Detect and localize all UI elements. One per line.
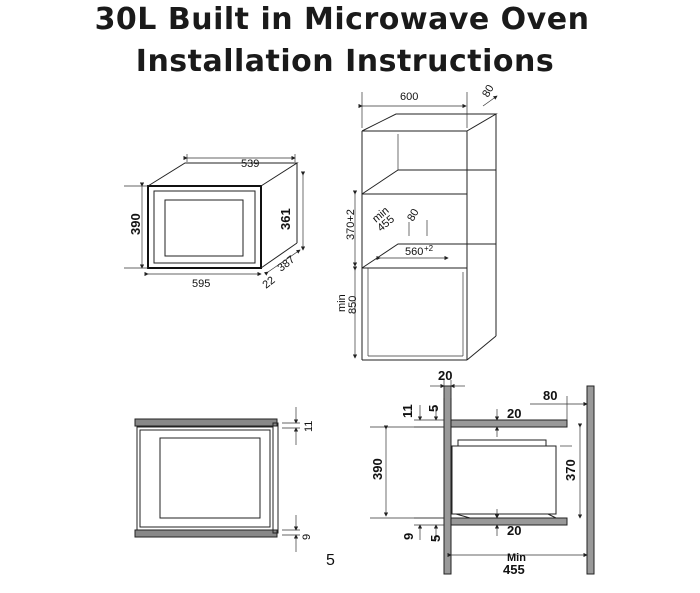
dim-370-2: 370+2: [345, 209, 357, 240]
dim-11-side: 11: [400, 404, 415, 418]
dim-80-top: 80: [480, 83, 497, 100]
dim-850: 850: [347, 296, 359, 314]
cabinet-drawing: [352, 92, 498, 361]
dim-20-top-shelf: 20: [507, 406, 521, 421]
dim-9-side: 9: [401, 533, 416, 540]
dim-11-front: 11: [303, 421, 315, 432]
label-min-850: min: [336, 294, 348, 312]
dim-5-top: 5: [426, 405, 441, 412]
title-line-1: 30L Built in Microwave Oven: [94, 2, 590, 37]
dim-390-side: 390: [370, 458, 385, 480]
dim-390: 390: [128, 213, 143, 235]
dim-387: 387: [275, 254, 297, 275]
dim-370-side: 370: [563, 459, 578, 481]
dim-560: 560: [405, 246, 423, 258]
page-number: 5: [326, 552, 335, 569]
dim-595: 595: [192, 278, 210, 290]
dim-539: 539: [241, 158, 259, 170]
dim-5-bottom: 5: [428, 535, 443, 542]
dim-560-tol: +2: [424, 244, 434, 253]
dim-9-front: 9: [301, 534, 313, 540]
dim-455-side: 455: [503, 562, 525, 577]
dim-22: 22: [260, 274, 277, 291]
title-line-2: Installation Instructions: [135, 44, 555, 79]
side-view-drawing: [370, 380, 595, 575]
oven-isometric-drawing: [124, 154, 306, 277]
dim-20-wall: 20: [438, 368, 452, 383]
dim-80-gap: 80: [405, 207, 422, 224]
dim-600: 600: [400, 91, 418, 103]
label-min-side: Min: [507, 552, 526, 564]
dim-20-bottom-shelf: 20: [507, 523, 521, 538]
dim-80-side: 80: [543, 388, 557, 403]
front-view-drawing: [134, 407, 300, 552]
dim-361: 361: [278, 208, 293, 230]
